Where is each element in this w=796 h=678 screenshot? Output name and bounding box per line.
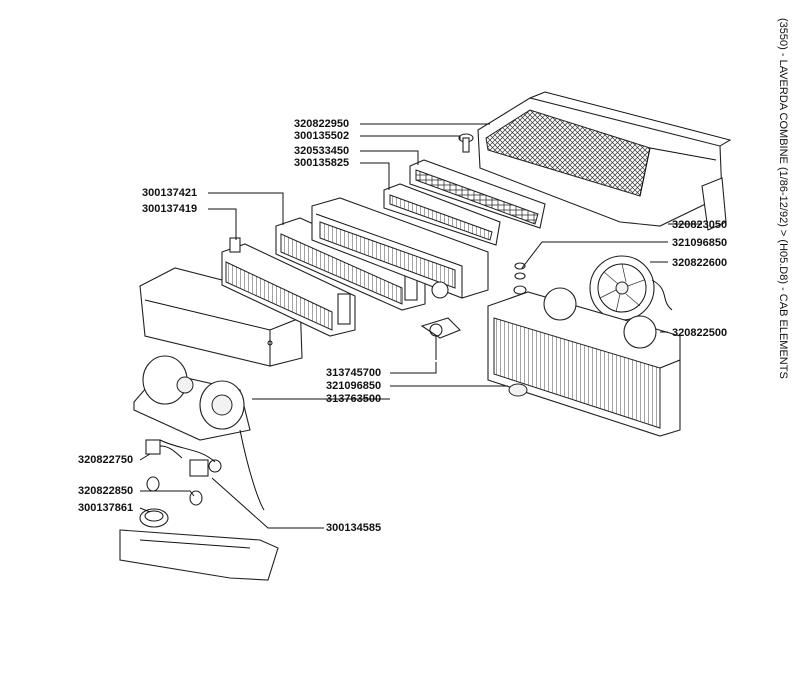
label-313763500: 313763500 <box>326 393 381 405</box>
grommet-lower-drawing <box>508 383 528 397</box>
air-filter-drawing <box>383 183 501 246</box>
label-321096850-upper: 321096850 <box>672 237 727 249</box>
cab-panel-bottom-drawing <box>119 529 279 581</box>
label-320822600: 320822600 <box>672 257 727 269</box>
expansion-valve-drawing <box>420 317 461 360</box>
label-320822500: 320822500 <box>672 327 727 339</box>
grommet-drawing <box>513 262 527 295</box>
label-300137419: 300137419 <box>142 203 197 215</box>
label-313745700: 313745700 <box>326 367 381 379</box>
blower-fan-assembly-drawing <box>133 355 265 511</box>
label-320822850: 320822850 <box>78 485 133 497</box>
evaporator-core-front-drawing <box>221 237 356 337</box>
dial-drawing <box>139 508 169 528</box>
evaporator-housing-drawing <box>311 197 489 299</box>
bolt-drawing <box>458 133 474 153</box>
label-320822750: 320822750 <box>78 454 133 466</box>
label-320822950: 320822950 <box>294 118 349 130</box>
resistor-drawing <box>189 459 222 477</box>
label-300137421: 300137421 <box>142 187 197 199</box>
leader-lines <box>139 123 702 529</box>
label-300135502: 300135502 <box>294 130 349 142</box>
label-320823050: 320823050 <box>672 219 727 231</box>
label-320533450: 320533450 <box>294 145 349 157</box>
switch-drawing <box>145 439 183 459</box>
label-321096850-lower: 321096850 <box>326 380 381 392</box>
knob-drawing <box>146 476 203 506</box>
label-300137861: 300137861 <box>78 502 133 514</box>
label-300134585: 300134585 <box>326 522 381 534</box>
condenser-radiator-drawing <box>487 287 681 437</box>
axial-fan-drawing <box>589 255 673 321</box>
label-300135825: 300135825 <box>294 157 349 169</box>
part-labels: 320822950 300135502 320533450 300135825 … <box>78 118 727 534</box>
side-title: (3550) - LAVERDA COMBINE (1/86-12/92) > … <box>777 18 789 379</box>
recirculation-housing-drawing <box>477 91 732 231</box>
filter-grid-drawing <box>409 159 546 229</box>
